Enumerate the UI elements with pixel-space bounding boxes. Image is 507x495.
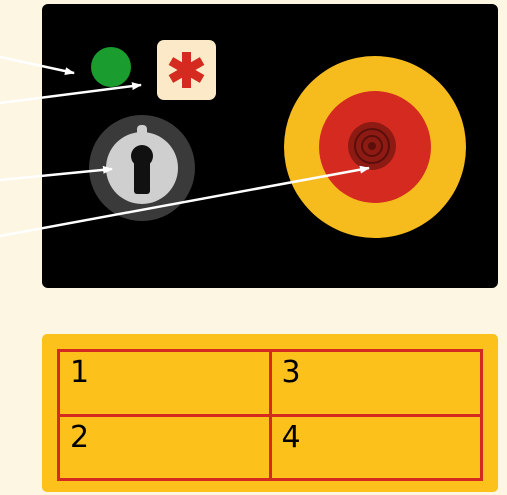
legend-box: 1 3 2 4 — [42, 334, 498, 492]
legend-row: 1 3 — [59, 351, 482, 416]
legend-row: 2 4 — [59, 415, 482, 480]
legend-cell: 3 — [270, 351, 482, 416]
control-panel — [42, 4, 498, 288]
legend-cell: 1 — [59, 351, 271, 416]
legend-cell: 2 — [59, 415, 271, 480]
legend-cell: 4 — [270, 415, 482, 480]
legend-table: 1 3 2 4 — [57, 349, 483, 481]
